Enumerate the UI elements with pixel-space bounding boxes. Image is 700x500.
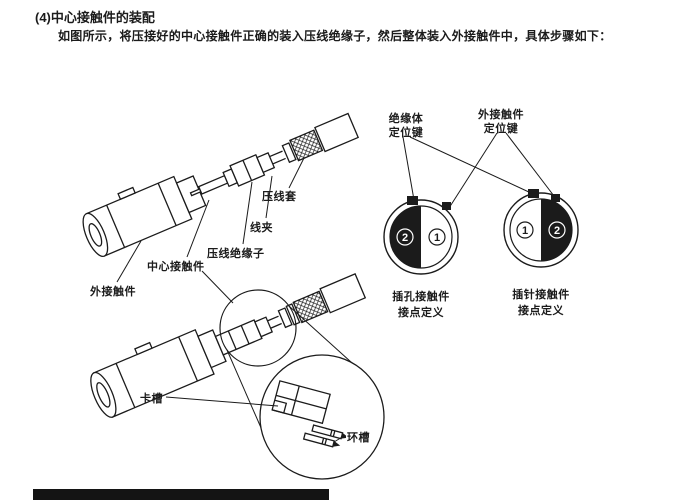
detail-line [242, 160, 253, 181]
leader-crimp-sleeve [288, 157, 305, 189]
exploded-connector-assembly [82, 112, 360, 257]
detail-line [227, 330, 237, 350]
detail-line [178, 336, 199, 382]
contact-number: 2 [402, 232, 408, 244]
label-center-contact: 中心接触件 [147, 261, 205, 273]
contact-number: 1 [522, 225, 528, 237]
label-outer-contact: 外接触件 [90, 286, 136, 298]
magnified-detail-content [271, 380, 349, 448]
leader-lines [116, 132, 555, 443]
leader-insulator-key-b [409, 136, 532, 194]
wire-clamp-part [256, 152, 276, 174]
ring-groove-line [324, 438, 328, 445]
contact-point-1 [428, 228, 446, 246]
leader-center-contact-2 [201, 270, 234, 304]
label-crimp-sleeve: 压线套 [262, 191, 297, 203]
contact-point-1 [516, 221, 534, 239]
caption-socket-line2: 接点定义 [398, 307, 444, 319]
leader-slot [165, 396, 279, 407]
detail-line [157, 182, 177, 226]
caption-pin-line2: 接点定义 [518, 305, 564, 317]
caption-pin-line1: 插针接触件 [512, 289, 570, 301]
contact-number: 2 [554, 225, 560, 237]
retaining-ring [277, 307, 293, 329]
socket-contact-face-view: 2 1 [383, 196, 459, 275]
label-ring-groove: 环槽 [346, 429, 371, 445]
outer-key-notch [551, 194, 560, 202]
label-slot: 卡槽 [140, 393, 163, 405]
instruction-text: 如图所示，将压接好的中心接触件正确的装入压线绝缘子，然后整体装入外接触件中，具体… [58, 29, 612, 43]
section-heading: (4)中心接触件的装配 [35, 10, 155, 25]
leader-outer-key-b [505, 132, 555, 197]
ring-groove-line [329, 429, 333, 436]
detail-line [240, 325, 250, 345]
leader-outer-contact [116, 240, 142, 283]
contact-point-2 [396, 228, 414, 246]
center-contact-pin [197, 174, 229, 195]
contact-number: 1 [434, 232, 440, 244]
crimp-sleeve-part [289, 129, 324, 162]
detail-line [106, 204, 126, 248]
ring-groove-line [321, 437, 325, 445]
clamp-prong [267, 315, 279, 322]
clamp-prong [270, 322, 282, 329]
contact-pin [311, 424, 344, 440]
crimp-sleeve-part [292, 290, 329, 324]
pin-tip [332, 440, 341, 447]
slot-notch [271, 399, 288, 414]
detail-source-circle [219, 289, 297, 367]
shell-key-tab [117, 186, 137, 201]
shell-bore [88, 223, 103, 247]
label-insulator-key-line1: 绝缘体 [388, 113, 424, 125]
cable-end [319, 273, 367, 314]
outer-key-notch [442, 202, 451, 210]
clamp-prong [272, 157, 286, 165]
retaining-ring [281, 142, 297, 164]
label-crimp-insulator: 压线绝缘子 [207, 248, 265, 260]
cable-end [314, 112, 360, 153]
contact-point-2 [548, 221, 566, 239]
clamp-prong [269, 150, 283, 158]
insulator-key-notch [528, 189, 539, 198]
leader-insulator-key-a [402, 136, 415, 201]
leader-crimp-insulator [242, 181, 253, 245]
detail-line [115, 363, 136, 408]
pin-contact-face-view: 1 2 [503, 189, 579, 268]
ring-groove-line [332, 430, 336, 437]
caption-socket-line1: 插孔接触件 [392, 291, 450, 303]
insulator-key-notch [407, 196, 418, 205]
leader-outer-key-a [448, 132, 498, 209]
label-wire-clamp: 线夹 [250, 222, 273, 234]
shell-key-tab [134, 341, 153, 356]
assembled-connector [90, 273, 367, 418]
label-insulator-key-line2: 定位键 [388, 127, 424, 139]
leader-wire-clamp [265, 175, 273, 219]
label-outer-key-line2: 定位键 [483, 123, 519, 135]
leader-ring-groove [333, 435, 345, 443]
scan-artifact-bar [33, 489, 329, 500]
leader-center-contact [186, 199, 210, 258]
label-outer-key-line1: 外接触件 [478, 109, 524, 121]
detail-line [275, 394, 327, 410]
shell-bore [96, 382, 111, 408]
crimp-insulator-part [214, 319, 263, 356]
wire-clamp-part [254, 316, 274, 338]
